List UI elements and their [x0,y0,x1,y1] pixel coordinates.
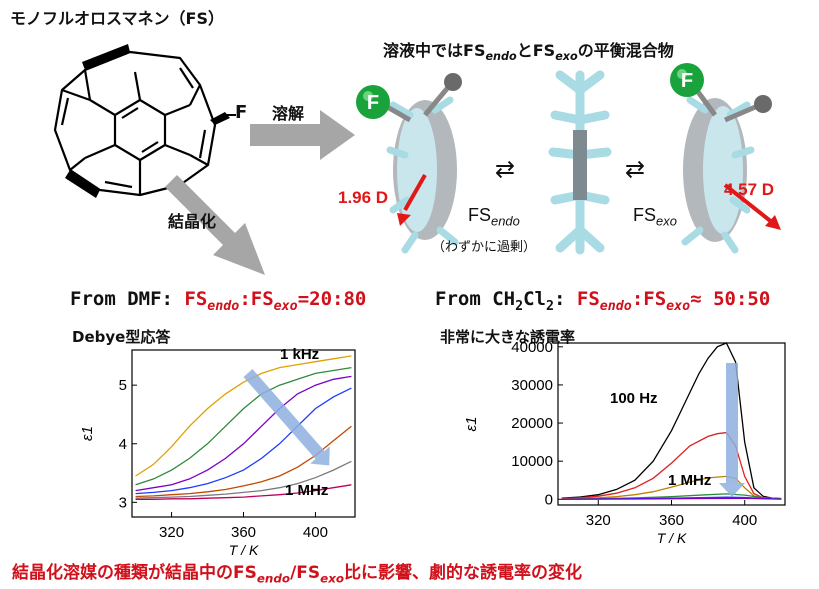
fluorine-atom-label: F [235,102,248,123]
dissolve-arrow-icon [250,110,355,160]
permittivity-chart: 320 360 400 0 10000 20000 30000 40000 T / K ε1 100… [463,339,786,546]
transition-molecule [548,70,612,255]
x-tick-label: 320 [586,512,611,529]
y-tick-label: 40000 [511,339,553,356]
y-axis-label: ε1 [463,417,480,432]
dipole-endo: 1.96 D [338,188,389,207]
x-axis-label: T / K [229,542,259,558]
fs-exo-molecule: F [670,63,781,254]
trend-arrow-head [310,446,330,466]
y-tick-label: 10000 [511,453,553,470]
series-line-6 [135,484,352,501]
slight-excess-note: （わずかに過剰） [432,240,537,255]
crystallize-arrow-icon [165,175,265,275]
series-line-1 [561,431,782,500]
equilibrium-arrow-icon-right: ⇄ [625,155,646,183]
equilibrium-title: 溶液中ではFSendoとFSexoの平衡混合物 [383,41,674,64]
annotation-1: 1 MHz [285,482,328,499]
trend-arrow-head [719,483,745,497]
fs-exo-label: FSexo [633,205,677,229]
series-line-3 [135,387,352,495]
y-tick-label: 4 [119,436,127,453]
right-chart-title: 非常に大きな誘電率 [440,328,576,346]
series-line-5 [561,497,782,500]
endo-fluorine-letter: F [367,92,379,114]
series-line-2 [135,375,352,492]
exo-fluorine-letter: F [681,70,693,92]
x-tick-label: 360 [231,524,256,541]
dissolve-label: 溶解 [272,104,305,123]
dmf-ratio-label: From DMF: FSendo:FSexo=20:80 [70,288,367,314]
trend-arrow-shaft [243,369,325,459]
annotation-0: 1 kHz [280,346,319,363]
x-tick-label: 360 [659,512,684,529]
crystallize-label: 結晶化 [168,212,217,231]
left-chart-title: Debye型応答 [72,328,171,346]
y-tick-label: 5 [119,377,127,394]
molecule-title: モノフルオロスマネン（FS） [10,9,224,28]
ch2cl2-ratio-label: From CH2Cl2: FSendo:FSexo≈ 50:50 [435,288,771,314]
y-tick-label: 30000 [511,377,553,394]
x-tick-label: 400 [732,512,757,529]
series-line-0 [135,355,352,477]
fs-endo-label: FSendo [468,205,520,229]
debye-chart: 320 360 400 3 4 5 T / K ε1 1 kHz 1 MHz [79,346,356,558]
y-tick-label: 20000 [511,415,553,432]
series-line-5 [135,460,352,499]
x-tick-label: 320 [159,524,184,541]
bottom-conclusion: 結晶化溶媒の種類が結晶中のFSendo/FSexo比に影響、劇的な誘電率の変化 [12,563,583,586]
sumanene-structure [53,44,236,198]
annotation-1: 1 MHz [668,472,711,489]
annotation-0: 100 Hz [610,390,658,407]
dipole-exo: 4.57 D [724,180,775,199]
series-line-2 [561,475,782,500]
series-line-0 [561,342,782,500]
y-tick-label: 0 [545,491,553,508]
x-axis-label: T / K [657,530,687,546]
equilibrium-arrow-icon-left: ⇄ [495,155,516,183]
fs-endo-molecule: F [356,73,462,254]
series-line-1 [135,366,352,486]
y-axis-label: ε1 [79,426,96,441]
x-tick-label: 400 [303,524,328,541]
y-tick-label: 3 [119,494,127,511]
